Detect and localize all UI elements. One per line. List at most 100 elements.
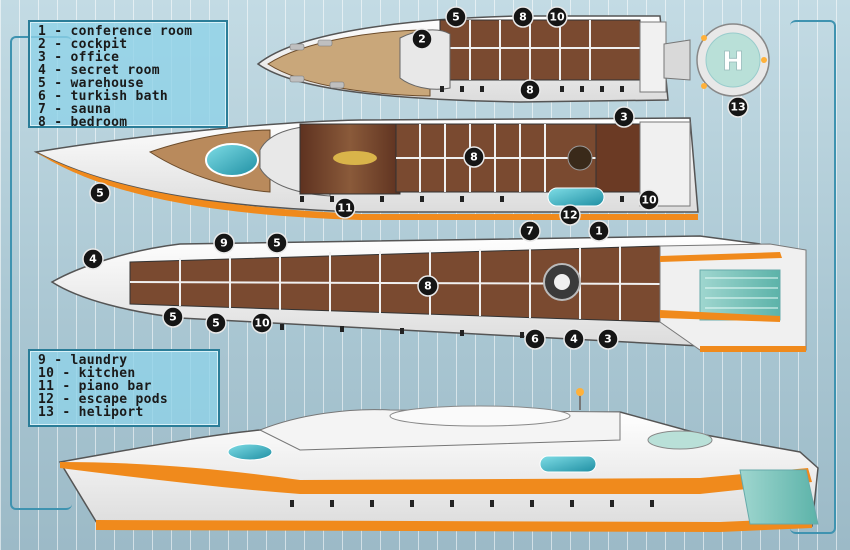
svg-text:5: 5 — [212, 317, 220, 330]
legend-label: secret room — [70, 63, 160, 78]
svg-text:8: 8 — [470, 151, 478, 164]
marker-secret-room: 4 — [82, 248, 104, 270]
legend-separator: - — [54, 379, 79, 394]
svg-text:10: 10 — [254, 317, 270, 330]
legend-number: 13 — [38, 405, 55, 420]
svg-text:5: 5 — [169, 311, 177, 324]
marker-office: 3 — [597, 328, 619, 350]
legend-label: turkish bath — [70, 89, 169, 104]
legend-item: 1 - conference room — [38, 25, 226, 38]
legend-number: 10 — [38, 366, 55, 381]
legend-number: 6 — [38, 89, 47, 104]
legend-label: laundry — [70, 353, 128, 368]
legend-separator: - — [46, 89, 71, 104]
legend-separator: - — [46, 50, 71, 65]
legend-item: 2 - cockpit — [38, 38, 226, 51]
side-view — [58, 388, 819, 532]
marker-piano-bar: 11 — [334, 197, 356, 219]
svg-text:4: 4 — [570, 333, 578, 346]
marker-bedroom: 8 — [463, 146, 485, 168]
svg-text:8: 8 — [526, 84, 534, 97]
legend-separator: - — [46, 37, 71, 52]
svg-text:3: 3 — [604, 333, 612, 346]
legend-separator: - — [46, 102, 71, 117]
svg-text:5: 5 — [96, 187, 104, 200]
heliport-letter: H — [722, 47, 744, 77]
svg-text:11: 11 — [337, 202, 352, 215]
svg-text:12: 12 — [562, 209, 577, 222]
legend-number: 11 — [38, 379, 55, 394]
marker-warehouse: 5 — [162, 306, 184, 328]
legend-item: 12 - escape pods — [38, 393, 218, 406]
legend-separator: - — [46, 76, 71, 91]
marker-escape-pods: 12 — [559, 204, 581, 226]
legend-item: 8 - bedroom — [38, 116, 226, 129]
svg-text:2: 2 — [418, 33, 426, 46]
marker-office: 3 — [613, 106, 635, 128]
legend-separator: - — [54, 405, 79, 420]
legend-facilities: 9 - laundry 10 - kitchen 11 - piano bar … — [28, 349, 220, 427]
legend-item: 7 - sauna — [38, 103, 226, 116]
svg-text:8: 8 — [424, 280, 432, 293]
legend-label: heliport — [78, 405, 144, 420]
legend-item: 3 - office — [38, 51, 226, 64]
svg-text:5: 5 — [273, 237, 281, 250]
marker-bedroom: 8 — [512, 6, 534, 28]
legend-item: 9 - laundry — [38, 354, 218, 367]
legend-separator: - — [46, 353, 71, 368]
svg-text:5: 5 — [452, 11, 460, 24]
legend-number: 5 — [38, 76, 47, 91]
marker-cockpit: 2 — [411, 28, 433, 50]
legend-label: kitchen — [78, 366, 136, 381]
marker-laundry: 9 — [213, 232, 235, 254]
legend-separator: - — [46, 115, 71, 130]
legend-number: 7 — [38, 102, 47, 117]
legend-label: office — [70, 50, 120, 65]
marker-kitchen: 10 — [546, 6, 568, 28]
legend-label: piano bar — [78, 379, 152, 394]
legend-number: 3 — [38, 50, 47, 65]
legend-separator: - — [46, 24, 71, 39]
legend-separator: - — [54, 366, 79, 381]
blueprint-frame-right — [790, 20, 836, 534]
svg-text:9: 9 — [220, 237, 228, 250]
legend-label: bedroom — [70, 115, 128, 130]
legend-item: 5 - warehouse — [38, 77, 226, 90]
svg-text:10: 10 — [641, 194, 657, 207]
deck-1: H — [256, 15, 770, 103]
marker-warehouse: 5 — [205, 312, 227, 334]
legend-label: warehouse — [70, 76, 144, 91]
legend-item: 11 - piano bar — [38, 380, 218, 393]
legend-item: 13 - heliport — [38, 406, 218, 419]
legend-separator: - — [54, 392, 79, 407]
marker-secret-room: 4 — [563, 328, 585, 350]
marker-sauna: 7 — [519, 220, 541, 242]
legend-label: conference room — [70, 24, 193, 39]
legend-label: cockpit — [70, 37, 128, 52]
legend-number: 1 — [38, 24, 47, 39]
legend-number: 2 — [38, 37, 47, 52]
svg-text:6: 6 — [531, 333, 539, 346]
marker-conference-room: 1 — [588, 220, 610, 242]
marker-warehouse: 5 — [445, 6, 467, 28]
marker-warehouse: 5 — [266, 232, 288, 254]
svg-text:1: 1 — [595, 225, 603, 238]
legend-number: 12 — [38, 392, 55, 407]
marker-warehouse: 5 — [89, 182, 111, 204]
marker-bedroom: 8 — [417, 275, 439, 297]
deck-2 — [33, 117, 699, 220]
svg-text:8: 8 — [519, 11, 527, 24]
legend-label: escape pods — [78, 392, 169, 407]
legend-item: 4 - secret room — [38, 64, 226, 77]
svg-text:10: 10 — [549, 11, 565, 24]
legend-number: 9 — [38, 353, 47, 368]
legend-number: 8 — [38, 115, 47, 130]
legend-number: 4 — [38, 63, 47, 78]
svg-text:13: 13 — [730, 101, 745, 114]
svg-text:4: 4 — [89, 253, 97, 266]
legend-rooms: 1 - conference room 2 - cockpit 3 - offi… — [28, 20, 228, 129]
legend-label: sauna — [70, 102, 112, 117]
marker-kitchen: 10 — [638, 189, 660, 211]
marker-turkish-bath: 6 — [524, 328, 546, 350]
